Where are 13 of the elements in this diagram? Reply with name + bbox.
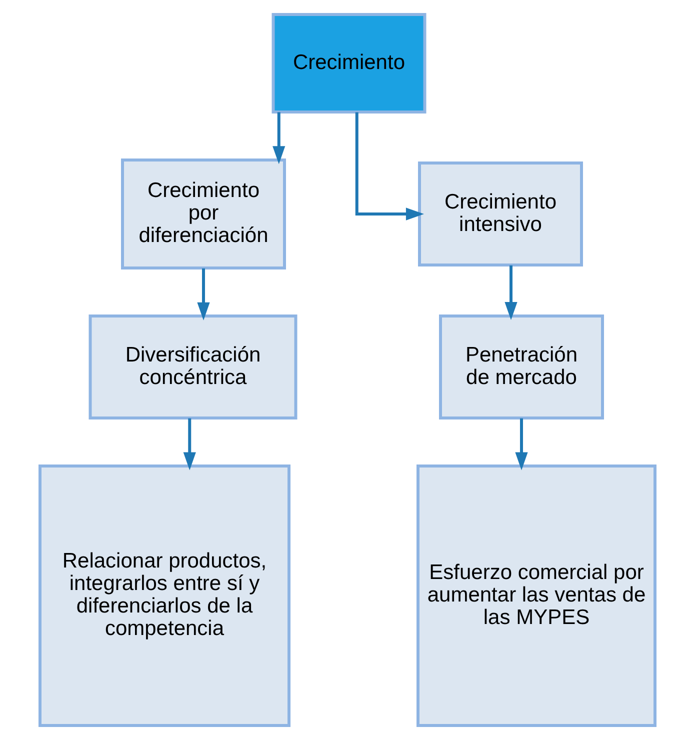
arrow — [504, 265, 517, 320]
node-box: Relacionar productos, integrarlos entre sí y diferenciarlos de la competencia — [38, 464, 290, 727]
node-box: Esfuerzo comercial por aumentar las ventas de las MYPES — [416, 464, 656, 727]
arrow — [354, 112, 424, 220]
arrow — [514, 418, 528, 470]
arrow — [272, 112, 285, 164]
node-box: Crecimiento intensivo — [418, 162, 582, 266]
node-box: Crecimiento — [271, 13, 426, 114]
node-box: Penetración de mercado — [438, 314, 604, 420]
node-box: Diversificación concéntrica — [88, 314, 297, 420]
arrow — [196, 268, 210, 320]
node-box: Crecimiento por diferenciación — [120, 158, 286, 270]
arrow — [182, 418, 196, 470]
